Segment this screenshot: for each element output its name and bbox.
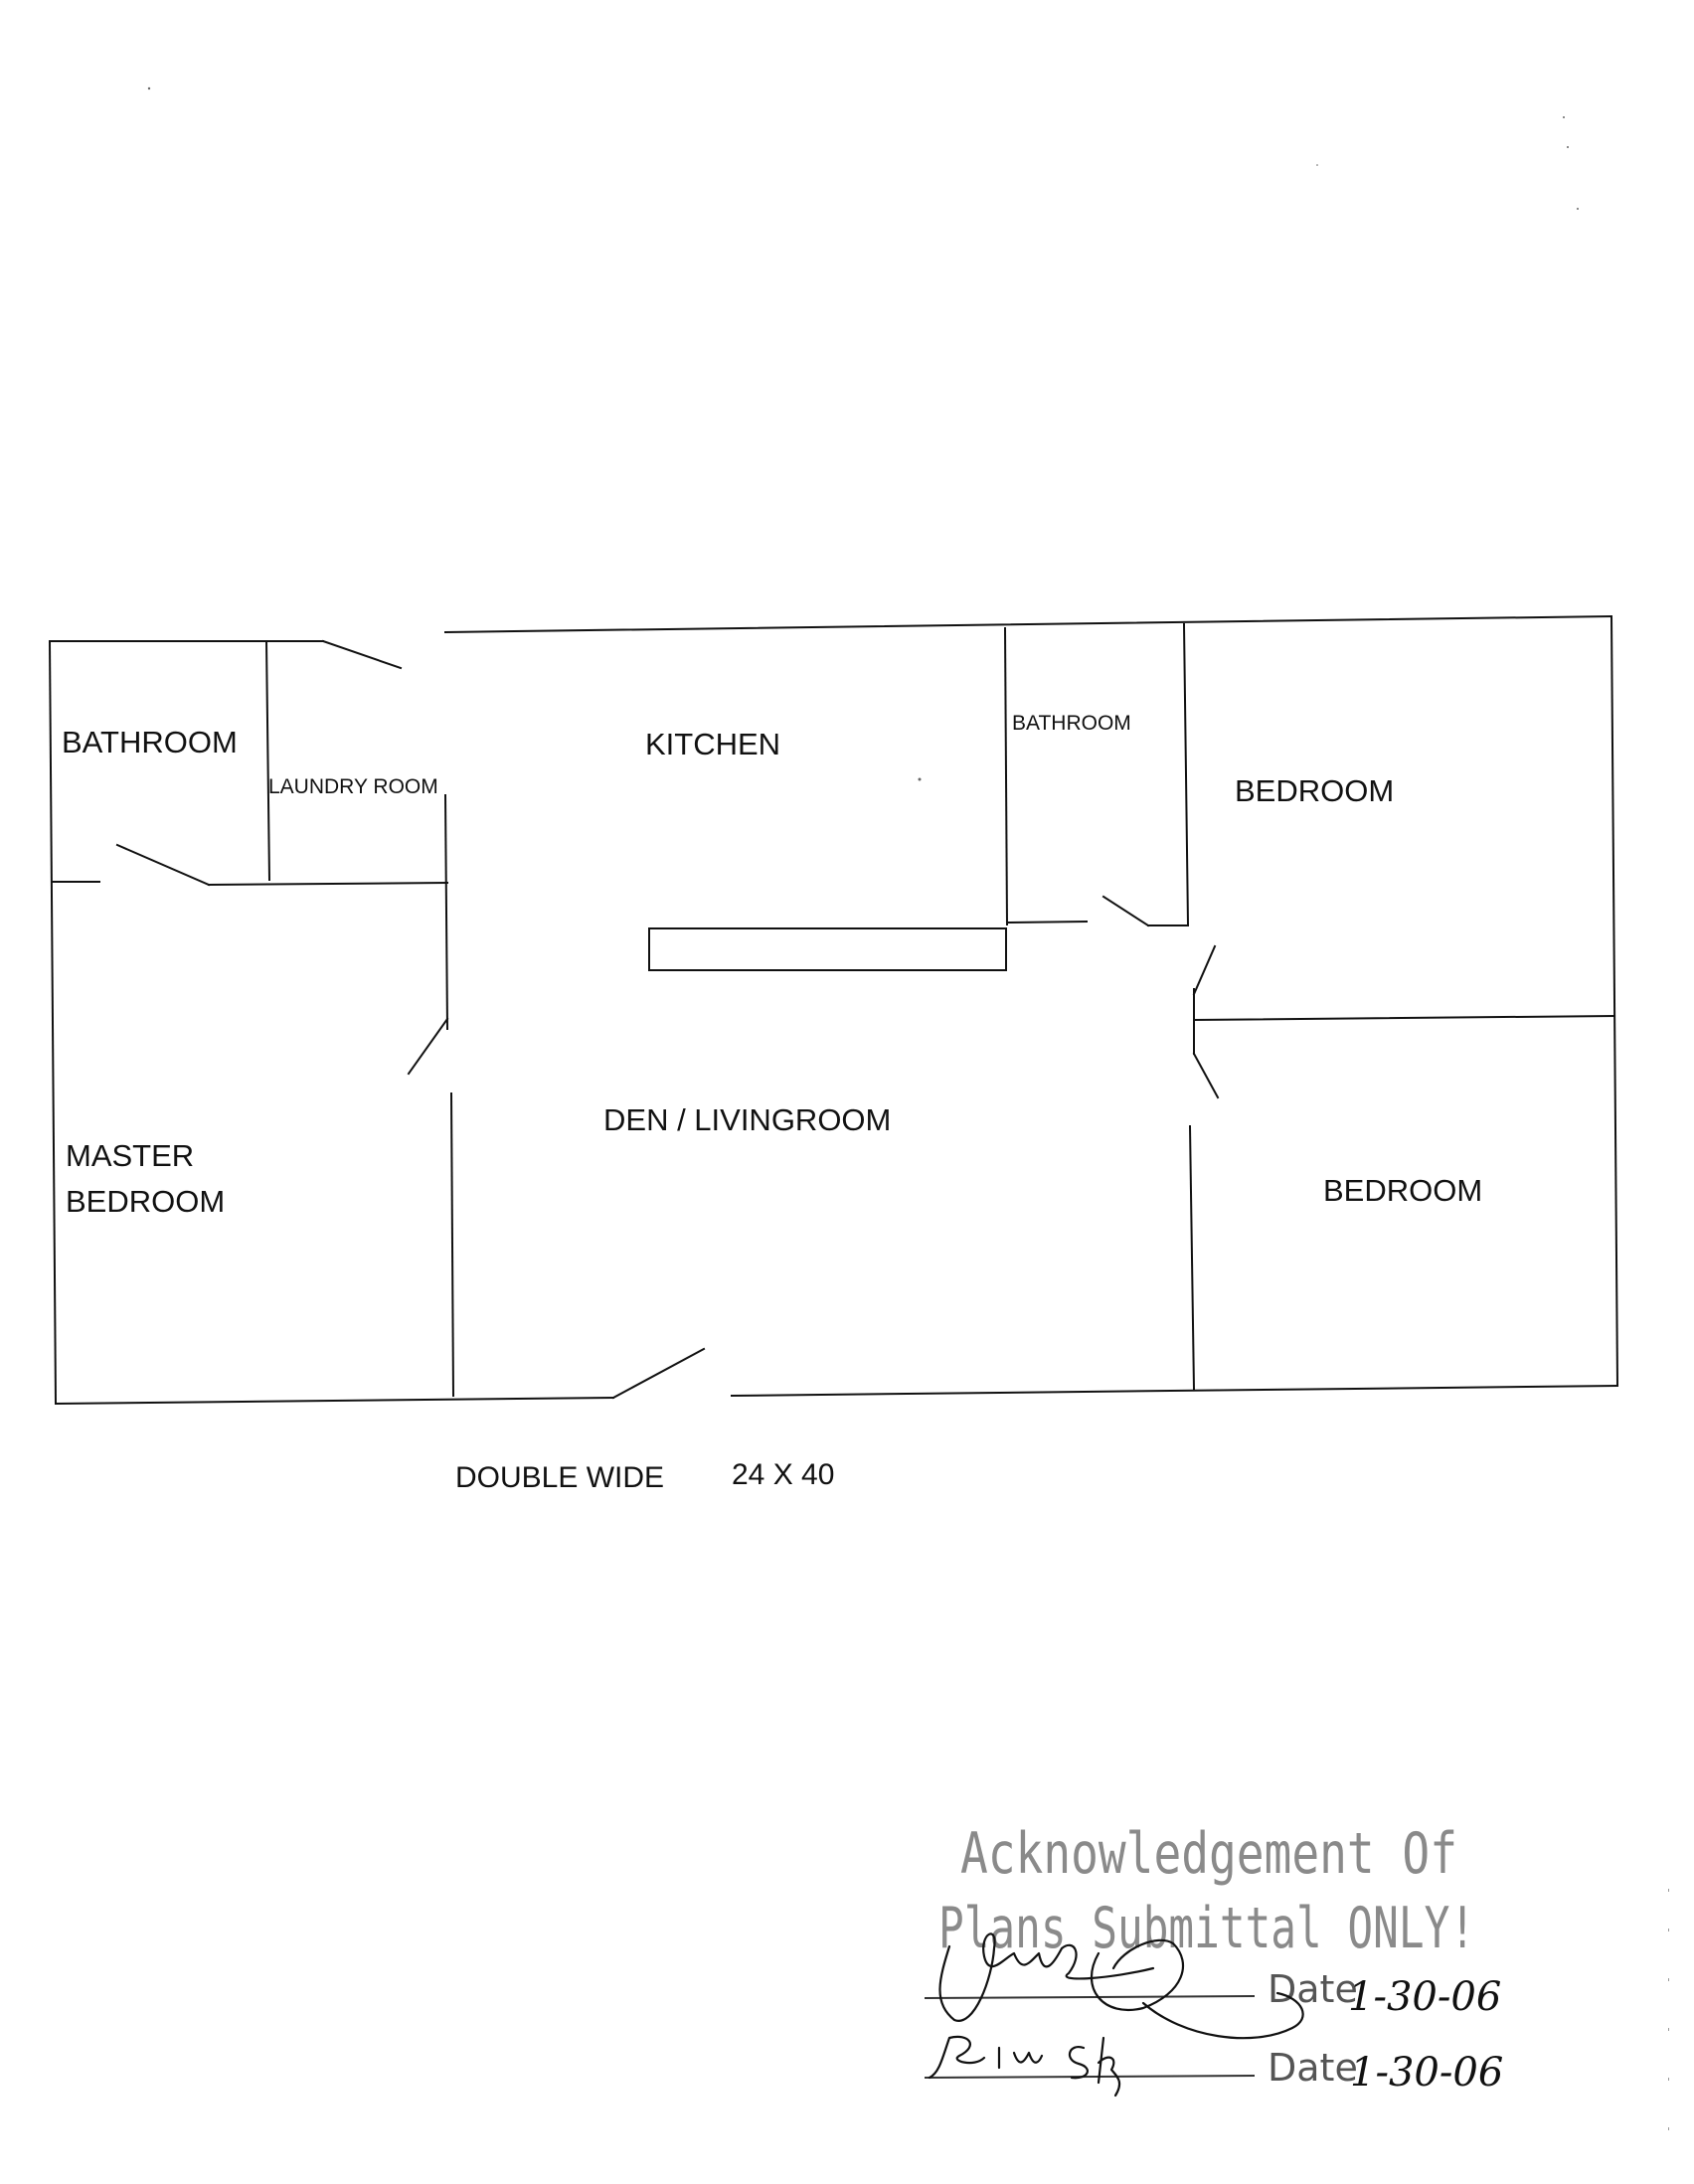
wall-master-right: [449, 1092, 455, 1398]
signature-line-1: [924, 1995, 1256, 1999]
door-laundry-swing: [321, 639, 403, 670]
stamp-line2: Plans Submittal ONLY!: [938, 1896, 1475, 1961]
door-bedroom-bottom-swing: [1192, 1052, 1220, 1099]
handwritten-date-1: 1-30-06: [1348, 1974, 1501, 2020]
signature-1: [938, 1932, 1304, 2040]
date-label-2: Date: [1268, 2046, 1358, 2090]
stamp-line1: Acknowledgement Of: [960, 1821, 1457, 1887]
label-bedroom-bottom: BEDROOM: [1323, 1173, 1482, 1208]
door-bath-swing: [115, 843, 211, 887]
wall-bath-laundry: [264, 639, 271, 882]
kitchen-counter: [648, 927, 1007, 971]
wall-small-bath-bottom: [1005, 920, 1089, 924]
handwritten-date-2: 1-30-06: [1350, 2050, 1503, 2096]
signature-2: [928, 2035, 1121, 2098]
label-laundry-room: LAUNDRY ROOM: [268, 775, 438, 798]
door-bedroom-top-swing: [1192, 944, 1217, 996]
label-master-line2: BEDROOM: [66, 1184, 225, 1219]
wall-between-bedrooms: [1192, 1014, 1616, 1022]
scan-specks: [147, 86, 1579, 781]
wall-laundry-right: [443, 793, 449, 1031]
wall-right: [1609, 614, 1619, 1388]
label-kitchen: KITCHEN: [645, 727, 780, 761]
label-master-line1: MASTER: [66, 1138, 194, 1173]
label-bathroom-small: BATHROOM: [1012, 712, 1131, 735]
wall-small-bath-right: [1182, 622, 1190, 927]
caption-dimensions: 24 X 40: [732, 1458, 834, 1491]
wall-bottom-right: [730, 1384, 1619, 1398]
label-bathroom-left: BATHROOM: [62, 725, 238, 759]
approval-stamp: Acknowledgement Of Plans Submittal ONLY!…: [924, 1821, 1503, 2098]
label-bedroom-top: BEDROOM: [1235, 773, 1394, 808]
signature-line-2: [924, 2075, 1256, 2079]
scan-edge-artifacts: [1668, 1889, 1669, 2130]
caption-home-type: DOUBLE WIDE: [455, 1461, 664, 1494]
wall-bottom-left: [54, 1396, 615, 1406]
wall-left: [48, 639, 58, 1406]
floor-plan-walls: [48, 614, 1619, 1406]
wall-small-bath-left: [1003, 626, 1009, 926]
door-small-bath-swing: [1101, 895, 1150, 927]
door-front-swing: [611, 1347, 706, 1400]
door-master-swing: [407, 1017, 449, 1076]
label-den-livingroom: DEN / LIVINGROOM: [603, 1102, 891, 1137]
wall-bedroom-bottom-left: [1188, 1124, 1196, 1392]
wall-laundry-bottom: [207, 881, 449, 887]
date-label-1: Date: [1268, 1967, 1358, 2011]
wall-top-main: [443, 614, 1613, 634]
